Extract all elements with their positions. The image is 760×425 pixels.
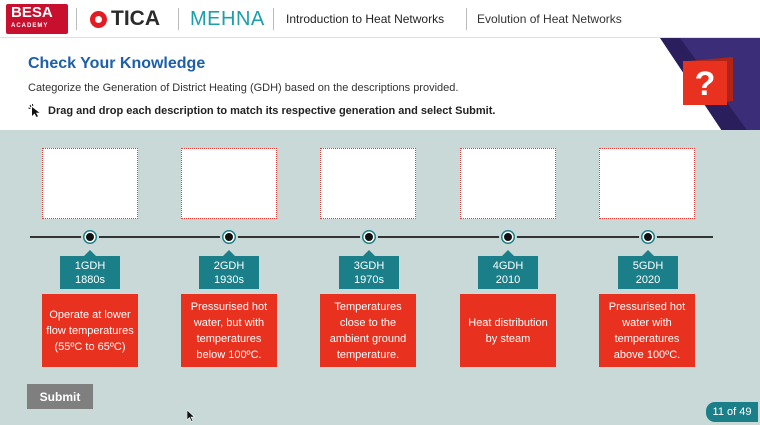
generation-name: 2GDH	[213, 260, 245, 272]
generation-label-3gdh: 3GDH 1970s	[339, 250, 399, 289]
draggable-description-card[interactable]: Operate at lower flow temperatures (55ºC…	[42, 294, 138, 367]
generation-year: 2010	[495, 274, 521, 286]
draggable-description-card[interactable]: Heat distribution by steam	[460, 294, 556, 367]
generation-year: 1880s	[75, 274, 105, 286]
timeline-node	[639, 228, 657, 246]
generation-name: 5GDH	[632, 260, 664, 272]
mehna-logo: MEHNA	[190, 8, 265, 30]
svg-text:?: ?	[695, 65, 716, 103]
drop-zone-1gdh[interactable]	[42, 148, 138, 219]
instruction-line: Drag and drop each description to match …	[28, 104, 495, 118]
drop-zone-3gdh[interactable]	[320, 148, 416, 219]
besa-logo-text: BESA	[11, 4, 53, 21]
generation-name: 3GDH	[353, 260, 385, 272]
header-divider	[273, 8, 274, 30]
generation-year: 1930s	[214, 274, 244, 286]
generation-label-5gdh: 5GDH 2020	[618, 250, 678, 289]
question-mark-icon: ?	[683, 57, 733, 105]
besa-academy-logo: BESA ACADEMY	[6, 4, 68, 34]
besa-logo-subtext: ACADEMY	[11, 23, 49, 29]
draggable-description-card[interactable]: Temperatures close to the ambient ground…	[320, 294, 416, 367]
draggable-description-card[interactable]: Pressurised hot water, but with temperat…	[181, 294, 277, 367]
mouse-pointer-icon	[187, 410, 195, 422]
generation-year: 1970s	[354, 274, 384, 286]
timeline-node	[81, 228, 99, 246]
header-divider	[178, 8, 179, 30]
generation-label-2gdh: 2GDH 1930s	[199, 250, 259, 289]
breadcrumb-course[interactable]: Introduction to Heat Networks	[286, 12, 445, 26]
tica-logo-text: TICA	[111, 7, 160, 30]
instruction-text: Drag and drop each description to match …	[48, 105, 496, 117]
click-cursor-icon	[28, 104, 40, 117]
draggable-description-card[interactable]: Pressurised hot water with temperatures …	[599, 294, 695, 367]
tica-logo: TICA	[90, 7, 160, 31]
timeline-node	[499, 228, 517, 246]
drop-zone-5gdh[interactable]	[599, 148, 695, 219]
header-divider	[76, 8, 77, 30]
page-counter: 11 of 49	[706, 402, 758, 422]
submit-button[interactable]: Submit	[27, 384, 93, 409]
tica-dot-icon	[90, 10, 107, 28]
header-divider	[466, 8, 467, 30]
generation-year: 2020	[635, 274, 661, 286]
timeline-node	[220, 228, 238, 246]
drop-zone-4gdh[interactable]	[460, 148, 556, 219]
generation-name: 4GDH	[492, 260, 524, 272]
top-header: BESA ACADEMY TICA MEHNA Introduction to …	[0, 0, 760, 38]
breadcrumb-module[interactable]: Evolution of Heat Networks	[477, 12, 622, 26]
drop-zone-2gdh[interactable]	[181, 148, 277, 219]
generation-name: 1GDH	[74, 260, 106, 272]
timeline-node	[360, 228, 378, 246]
page-title: Check Your Knowledge	[28, 55, 206, 72]
generation-label-4gdh: 4GDH 2010	[478, 250, 538, 289]
generation-label-1gdh: 1GDH 1880s	[60, 250, 120, 289]
page-subtitle: Categorize the Generation of District He…	[28, 82, 459, 94]
